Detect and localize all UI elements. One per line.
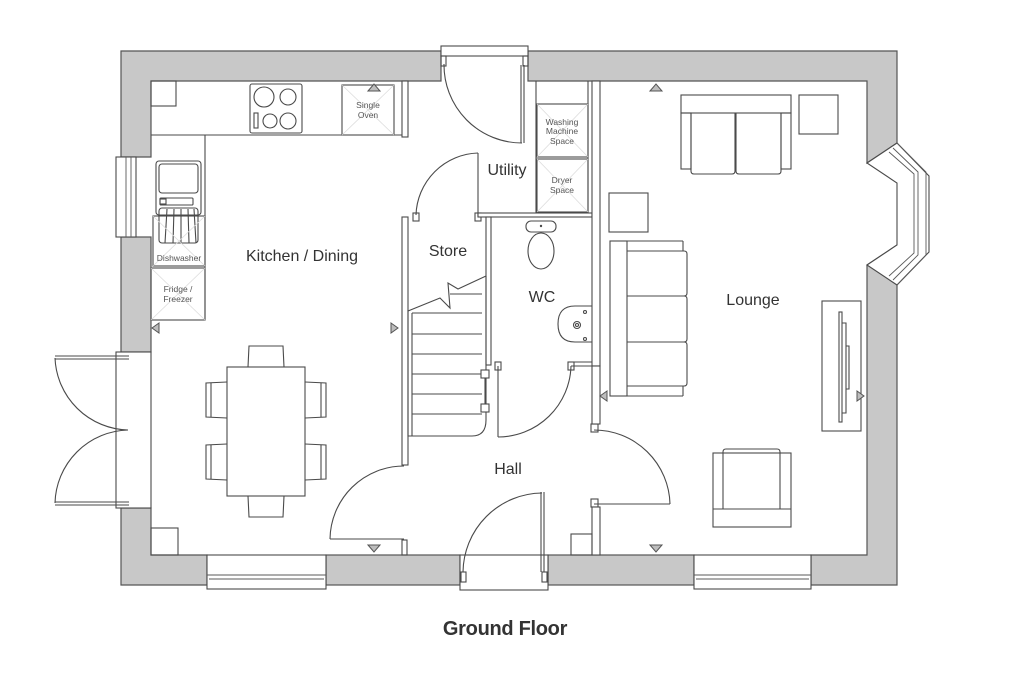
- radiator-marker-icon: [648, 544, 664, 553]
- basin-icon: [557, 305, 592, 343]
- washing-label-line3: Space: [550, 136, 574, 146]
- radiator-marker-icon: [856, 390, 865, 402]
- room-label-lounge: Lounge: [726, 292, 779, 309]
- door-swing-icon: [329, 465, 408, 556]
- washing-label-line1: Washing: [546, 117, 579, 127]
- door-swing-icon: [412, 152, 482, 222]
- door-swing-icon: [440, 45, 529, 144]
- room-label-utility: Utility: [487, 162, 526, 179]
- window-kitchen-bottom: [206, 554, 327, 590]
- door-swing-icon: [494, 361, 575, 438]
- wall-bottom-mid-left: [325, 554, 461, 586]
- room-label-wc: WC: [529, 289, 556, 306]
- bay-window-icon: [866, 142, 930, 286]
- doors: [54, 45, 671, 591]
- door-swing-icon: [459, 492, 549, 591]
- wall-top-left: [120, 50, 442, 158]
- dining-table-icon: [205, 345, 327, 518]
- radiator-marker-icon: [366, 544, 382, 553]
- radiator-marker-icon: [366, 83, 382, 92]
- room-label-store: Store: [429, 243, 467, 260]
- fridge-freezer: Fridge / Freezer: [150, 267, 206, 321]
- dryer-label-line1: Dryer: [552, 175, 573, 185]
- radiator-marker-icon: [390, 322, 399, 334]
- single-oven: Single Oven: [341, 84, 395, 136]
- wall-top-right: [527, 50, 898, 165]
- corner-box: [150, 80, 177, 107]
- room-label-kitchen-dining: Kitchen / Dining: [246, 248, 358, 265]
- sofa-icon: [680, 94, 792, 175]
- dryer-label-line2: Space: [550, 185, 574, 195]
- room-label-hall: Hall: [494, 461, 522, 478]
- oven-label-line1: Single: [356, 100, 380, 110]
- sofa-icon: [609, 240, 688, 397]
- side-table: [798, 94, 839, 135]
- door-swing-icon: [590, 423, 671, 508]
- fridge-label-line2: Freezer: [163, 294, 192, 304]
- internal-walls: [150, 80, 601, 556]
- dryer-space: Dryer Space: [536, 158, 589, 213]
- door-swing-icon: [54, 351, 152, 509]
- windows: [115, 142, 930, 590]
- tv-unit-icon: [821, 300, 862, 432]
- wall-bottom-right: [810, 243, 898, 586]
- hob-icon: [249, 83, 303, 134]
- wall-bottom-mid-right: [547, 554, 695, 586]
- washing-label-line2: Machine: [546, 126, 578, 136]
- radiator-marker-icon: [648, 83, 664, 92]
- dishwasher: Dishwasher: [152, 215, 206, 267]
- radiator-marker-icon: [599, 390, 608, 402]
- dishwasher-label: Dishwasher: [157, 253, 202, 263]
- staircase-icon: [407, 275, 490, 437]
- external-walls: [120, 50, 898, 586]
- washing-machine-space: Washing Machine Space: [536, 103, 589, 158]
- radiator-marker-icon: [151, 322, 160, 334]
- toilet-icon: [525, 220, 557, 270]
- armchair-icon: [712, 448, 792, 528]
- fridge-label-line1: Fridge /: [164, 284, 193, 294]
- floor-title: Ground Floor: [442, 618, 568, 640]
- wall-bottom-left: [120, 507, 208, 586]
- corner-box: [570, 533, 593, 556]
- oven-label-line2: Oven: [358, 110, 379, 120]
- corner-box: [150, 527, 179, 556]
- window-lounge-bottom: [693, 554, 812, 590]
- side-table: [608, 192, 649, 233]
- sink-icon: [155, 160, 202, 244]
- wall-left-mid: [120, 236, 152, 353]
- radiator-markers: [151, 83, 865, 553]
